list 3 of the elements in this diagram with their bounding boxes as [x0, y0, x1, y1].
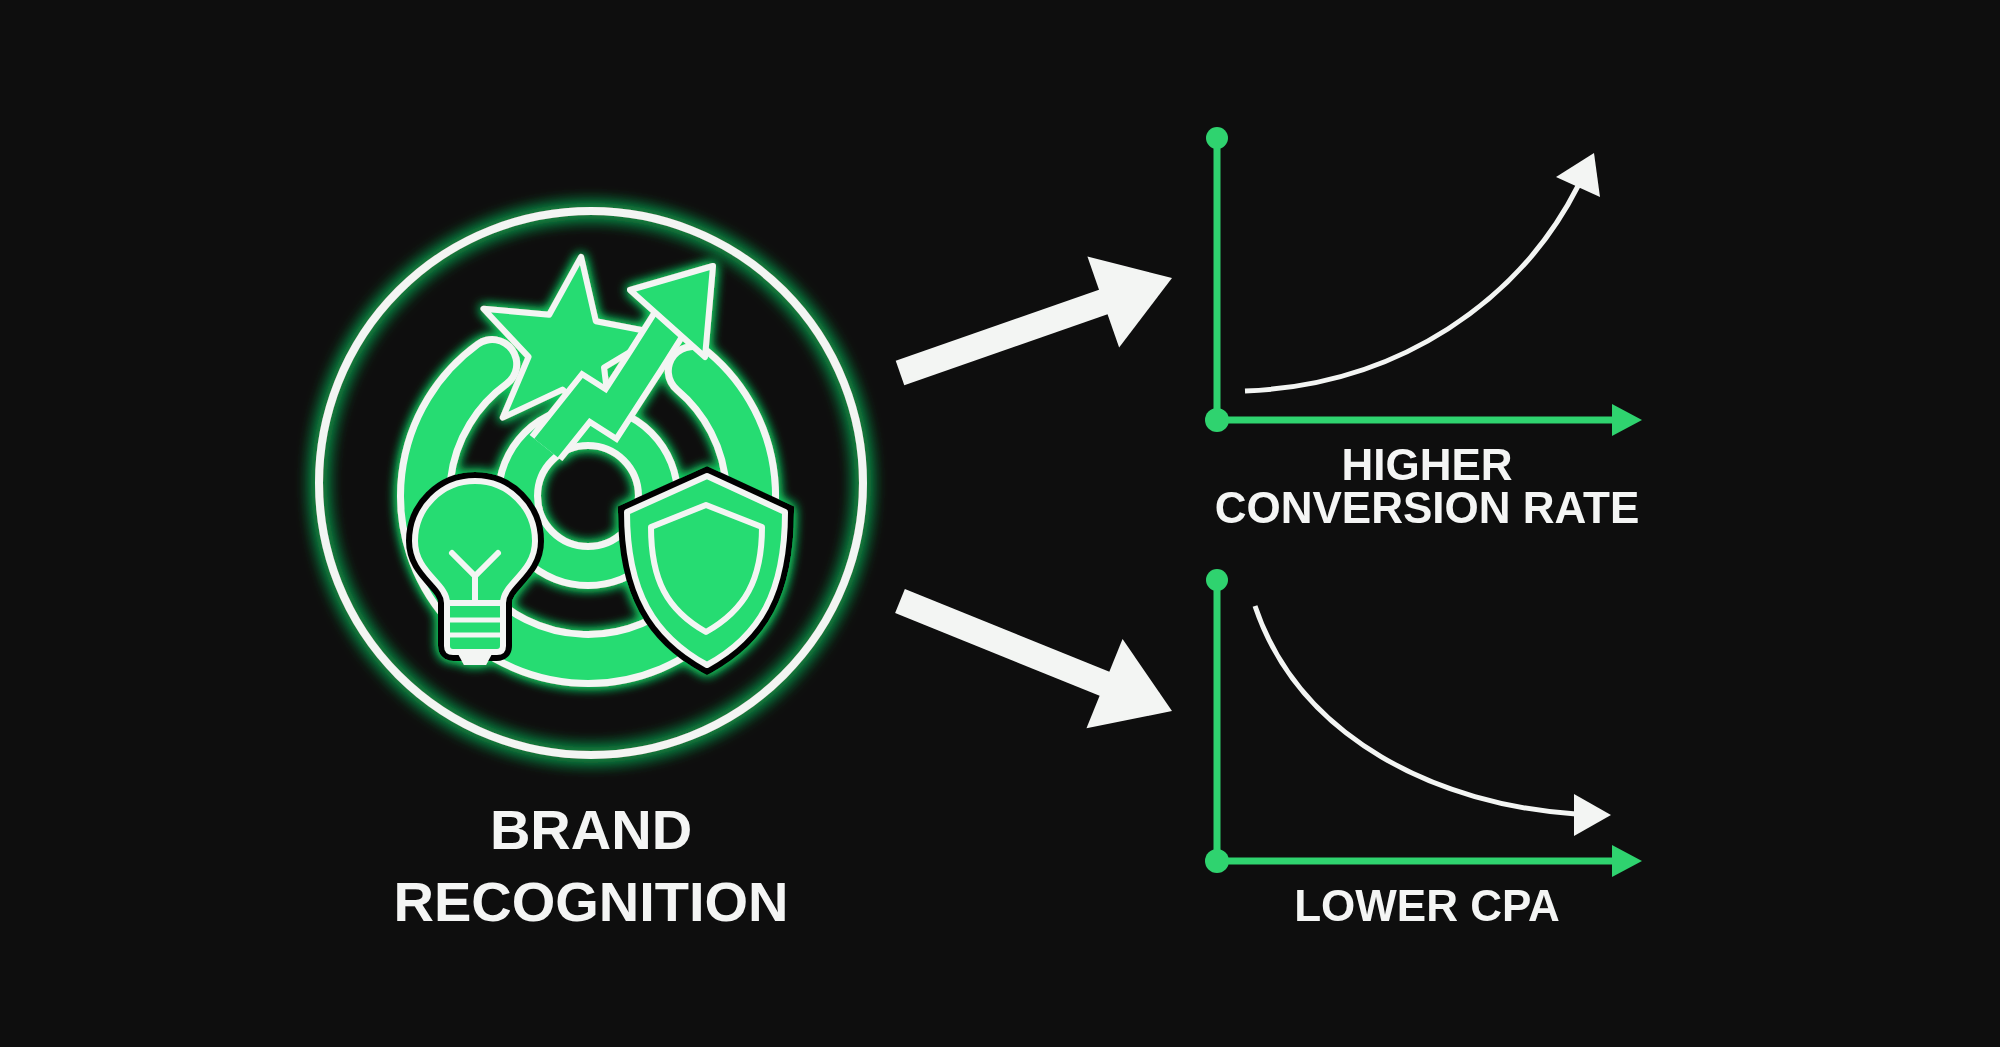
chart-label: HIGHER CONVERSION RATE — [1213, 443, 1641, 529]
node-label: BRAND RECOGNITION — [392, 797, 790, 935]
chart-label: LOWER CPA — [1293, 884, 1561, 928]
